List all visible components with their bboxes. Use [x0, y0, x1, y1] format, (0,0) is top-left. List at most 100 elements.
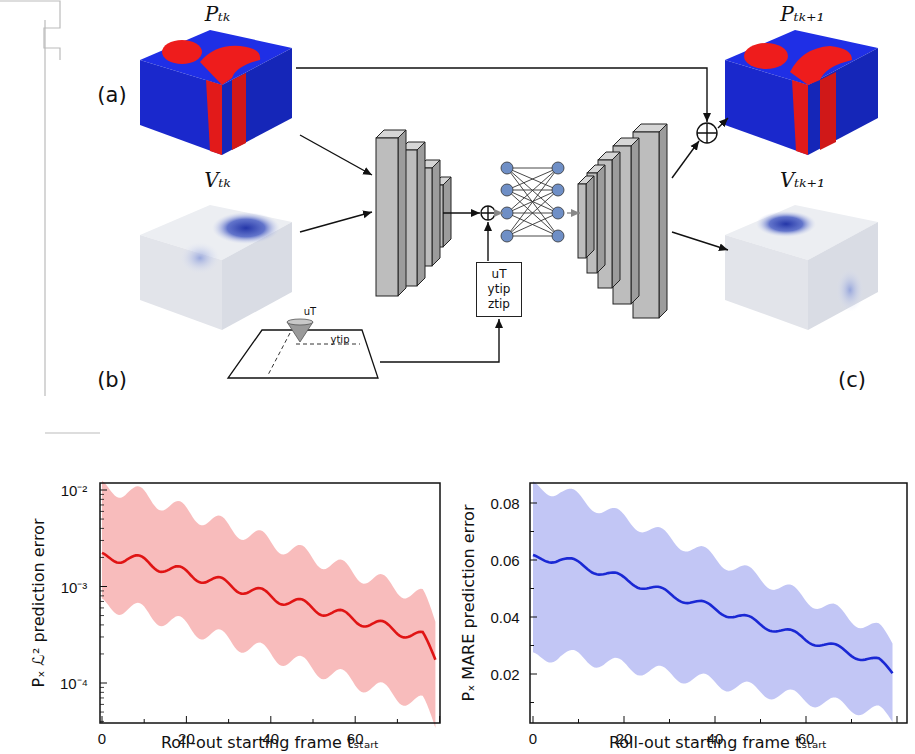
field-heading: Pₜₖ — [135, 2, 300, 26]
art-stroke — [507, 168, 558, 190]
art-stroke — [851, 719, 852, 723]
art-stroke — [100, 683, 107, 684]
art-stroke — [376, 138, 398, 296]
parameter-text: uT ytip ztip — [480, 267, 518, 312]
tick-label: 0.04 — [490, 609, 519, 626]
art-stroke — [501, 162, 513, 174]
plot-frame — [100, 483, 440, 723]
art-stroke — [598, 160, 612, 288]
art-stroke — [186, 716, 187, 723]
art-stroke — [530, 702, 534, 703]
art-stroke — [507, 190, 558, 236]
phase-field-output — [725, 30, 878, 155]
unet-layers — [376, 124, 667, 318]
art-stroke — [613, 146, 631, 304]
art-stroke — [100, 704, 104, 705]
field-heading: Vₜₖ₊₁ — [720, 168, 885, 192]
art-stroke — [100, 624, 104, 625]
tip-inset — [228, 319, 378, 378]
sum-symbols — [481, 123, 717, 220]
art-stroke — [313, 719, 314, 723]
art-stroke — [507, 213, 558, 236]
art-stroke — [578, 719, 579, 723]
art-stroke — [586, 176, 594, 258]
art-stroke — [507, 168, 558, 213]
art-stroke — [100, 636, 104, 637]
panel-letter: (b) — [97, 368, 127, 392]
art-stroke — [624, 716, 625, 723]
art-stroke — [612, 152, 620, 288]
art-stroke — [102, 716, 103, 723]
art-stroke — [530, 531, 534, 532]
panel-letter: (c) — [838, 368, 866, 392]
field-panel: Vₜₖ₊₁ — [720, 168, 885, 334]
tick-label: 0 — [529, 730, 537, 747]
art-stroke — [100, 504, 104, 505]
art-stroke — [530, 588, 534, 589]
inset-label: uT — [304, 306, 316, 317]
bracket-lines — [0, 1, 100, 433]
parameter-box: uT ytip ztip — [476, 262, 522, 317]
art-stroke — [100, 519, 104, 520]
tick-label: 10⁻³ — [61, 577, 88, 597]
field-panel: Pₜₖ — [135, 2, 300, 162]
art-stroke — [806, 716, 807, 723]
art-stroke — [100, 586, 107, 587]
art-stroke — [100, 499, 104, 500]
dense-network — [501, 162, 564, 242]
tick-label: 10⁻² — [61, 480, 88, 500]
art-stroke — [100, 590, 104, 591]
art-stroke — [432, 160, 440, 266]
art-stroke — [100, 615, 104, 616]
art-stroke — [100, 490, 107, 491]
art-stroke — [501, 230, 513, 242]
art-stroke — [100, 687, 104, 688]
art-stroke — [100, 494, 104, 495]
art-stroke — [659, 124, 667, 318]
art-stroke — [417, 142, 425, 286]
art-stroke — [533, 716, 534, 723]
error-band — [102, 481, 435, 728]
art-stroke — [507, 236, 558, 237]
inset-label: ytip — [331, 334, 350, 345]
field-heading: Vₜₖ — [135, 168, 300, 192]
art-stroke — [552, 230, 564, 242]
art-stroke — [100, 511, 104, 512]
art-stroke — [897, 716, 898, 723]
art-stroke — [631, 138, 639, 304]
art-stroke — [669, 719, 670, 723]
axis-title: Pₓ ℒ² prediction error — [29, 519, 48, 688]
flow-wires — [296, 68, 728, 250]
art-stroke — [530, 617, 537, 618]
plot-frame — [530, 483, 907, 723]
error-curve — [102, 553, 435, 660]
art-stroke — [552, 162, 564, 174]
art-stroke — [228, 719, 229, 723]
art-stroke — [100, 692, 104, 693]
art-stroke — [507, 190, 558, 236]
art-stroke — [578, 184, 586, 258]
art-stroke — [760, 719, 761, 723]
art-stroke — [530, 503, 537, 504]
tick-label: 0.06 — [490, 552, 519, 569]
panel-letter: (a) — [97, 83, 126, 107]
art-stroke — [144, 719, 145, 723]
art-stroke — [100, 712, 104, 713]
art-stroke — [355, 716, 356, 723]
art-stroke — [100, 540, 104, 541]
art-stroke — [100, 557, 104, 558]
art-stroke — [587, 173, 597, 273]
art-stroke — [530, 674, 537, 675]
velocity-field-input — [140, 205, 292, 330]
art-stroke — [398, 130, 406, 296]
art-stroke — [100, 653, 104, 654]
art-stroke — [507, 168, 558, 213]
phase-field-input — [140, 30, 292, 155]
art-stroke — [507, 168, 558, 236]
art-stroke — [597, 165, 605, 273]
art-stroke — [100, 721, 104, 722]
art-stroke — [507, 168, 558, 236]
art-stroke — [380, 319, 499, 362]
art-stroke — [100, 601, 104, 602]
